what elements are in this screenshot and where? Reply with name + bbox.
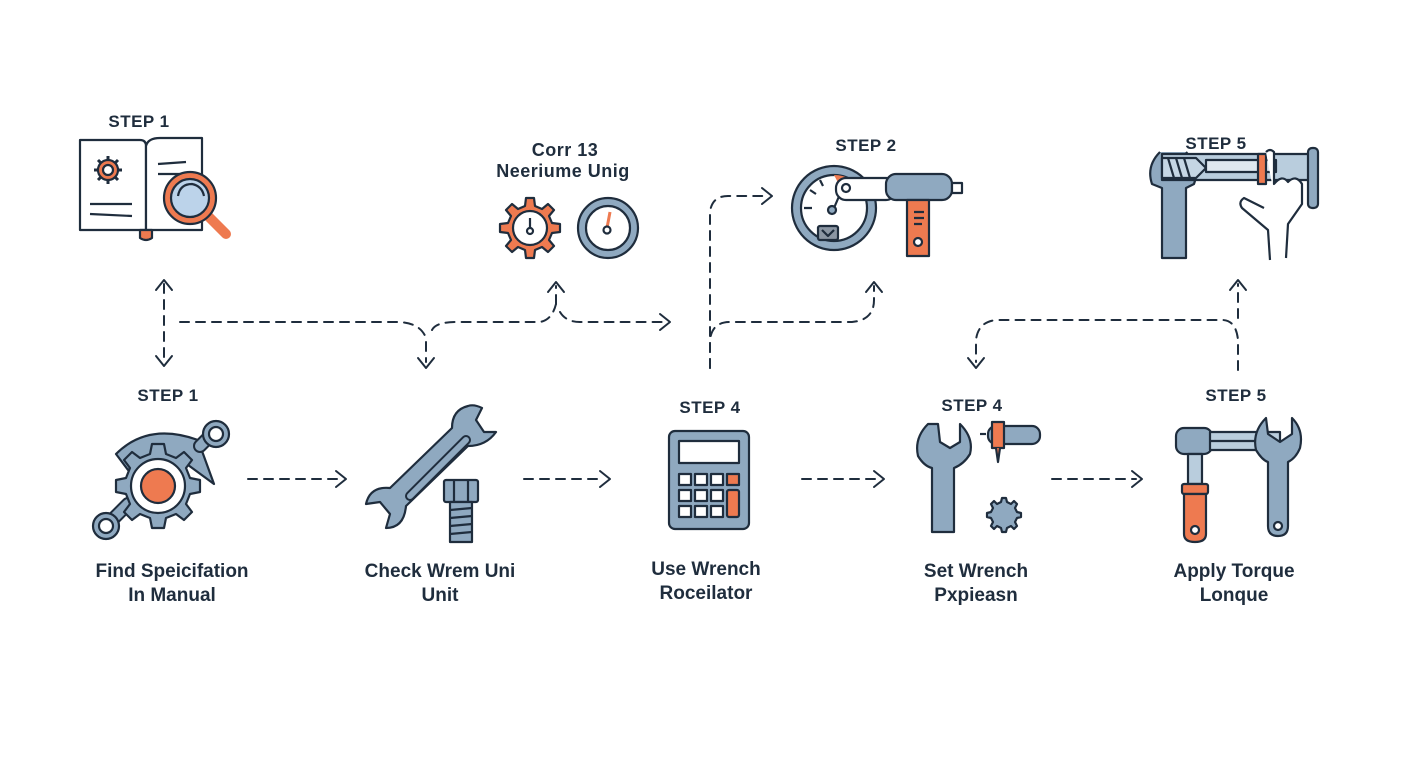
caption: Check Wrem Uni Unit xyxy=(365,560,516,608)
step-label: STEP 1 xyxy=(108,112,170,131)
step-label-line-1: Corr 13 xyxy=(531,140,599,160)
gear-wrench-icon xyxy=(91,419,231,541)
caption-line-2: Pxpieasn xyxy=(934,585,1018,606)
step-label: STEP 1 xyxy=(137,386,199,405)
torque-wrench-apply-icon xyxy=(1174,416,1303,544)
torque-gauge-wrench-icon xyxy=(790,164,964,258)
caption-line-1: Apply Torque xyxy=(1173,561,1295,582)
caption-line-1: Use Wrench xyxy=(651,559,761,580)
wrench-bolt-icon xyxy=(364,404,498,544)
step-label: STEP 2 xyxy=(835,136,897,155)
caption-line-1: Check Wrem Uni xyxy=(364,561,516,582)
caption-line-2: Roceilator xyxy=(659,583,753,604)
caption-line-2: Lonque xyxy=(1199,585,1269,606)
step-label-line-2: Neeriume Unig xyxy=(496,161,630,181)
caption-line-2: Unit xyxy=(421,585,459,606)
caption: Set Wrench Pxpieasn xyxy=(924,560,1028,608)
step-label: STEP 4 xyxy=(679,398,741,417)
caption-line-2: In Manual xyxy=(128,585,216,606)
caption: Use Wrench Roceilator xyxy=(651,558,760,606)
step-label: STEP 5 xyxy=(1185,134,1247,153)
hand-wrench-bolt-icon xyxy=(1149,146,1320,261)
caption: Apply Torque Lonque xyxy=(1173,560,1294,608)
caption-line-1: Set Wrench xyxy=(923,561,1029,582)
caption: Find Speicifation In Manual xyxy=(95,560,248,608)
wrench-setting-icon xyxy=(916,420,1042,534)
gear-and-gauge-icon xyxy=(498,196,640,260)
calculator-icon xyxy=(667,429,751,531)
manual-magnifier-icon xyxy=(78,136,231,242)
caption-line-1: Find Speicifation xyxy=(95,561,249,582)
step-label: STEP 4 xyxy=(941,396,1003,415)
step-label: STEP 5 xyxy=(1205,386,1267,405)
